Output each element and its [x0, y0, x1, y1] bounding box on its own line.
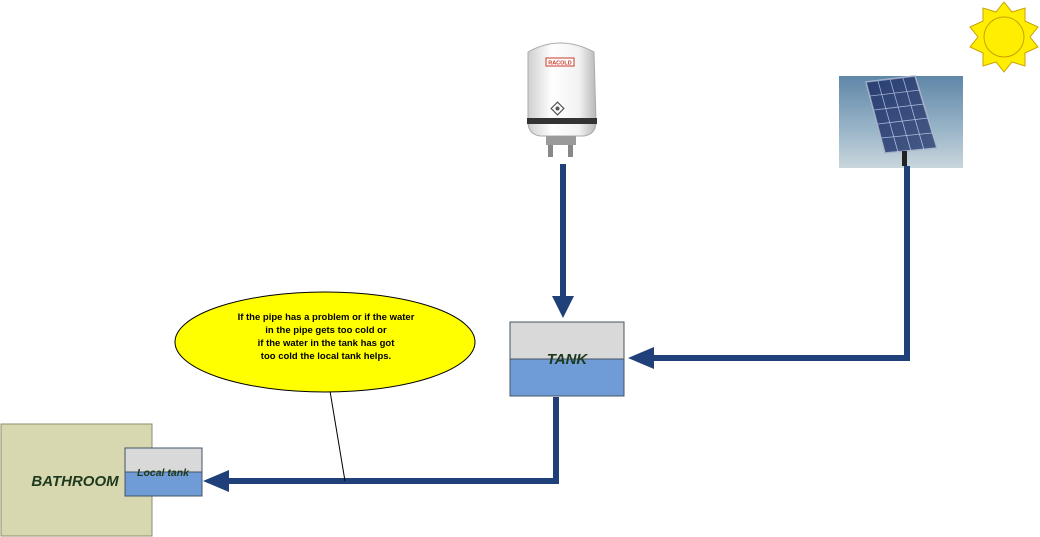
pipe-heater-to-tank [552, 164, 574, 318]
sun-icon [969, 1, 1039, 73]
bathroom-label: BATHROOM [31, 473, 119, 490]
heater-brand-label: RACOLD [548, 61, 572, 67]
solar-panel-icon [839, 75, 963, 168]
callout-bubble: If the pipe has a problem or if the wate… [174, 291, 476, 393]
local-tank: Local tank [124, 447, 203, 497]
callout-line-3: if the water in the tank has got [258, 338, 396, 349]
tank-label: TANK [547, 351, 589, 368]
main-tank: TANK [509, 321, 625, 397]
local-tank-label: Local tank [137, 467, 190, 479]
callout-line-4: too cold the local tank helps. [261, 351, 391, 362]
callout-line-2: in the pipe gets too cold or [265, 325, 387, 336]
callout-line-1: If the pipe has a problem or if the wate… [238, 312, 415, 323]
pipe-panel-to-tank [628, 166, 910, 369]
water-heater-icon: RACOLD [527, 42, 597, 157]
pipe-tank-to-bathroom [203, 397, 559, 492]
callout-pointer [329, 390, 346, 482]
